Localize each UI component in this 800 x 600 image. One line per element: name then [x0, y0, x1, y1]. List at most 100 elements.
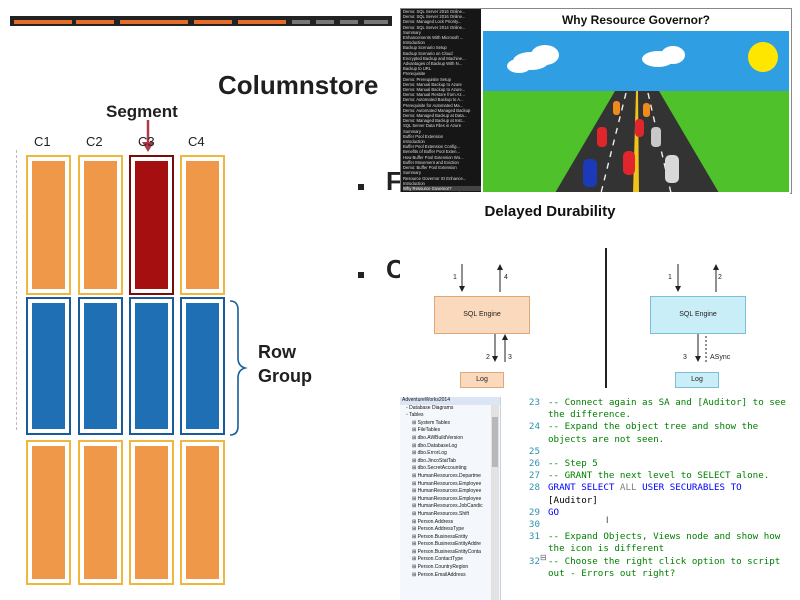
playlist-item[interactable]: Advantages of Backup With N... — [403, 61, 463, 67]
playlist-item[interactable]: Summary — [403, 170, 421, 176]
code-line: 30 — [518, 519, 792, 531]
playlist-item[interactable]: Demo: Managed Lock Priority... — [403, 19, 462, 25]
tree-node[interactable]: ⊞ HumanResources.JobCandic — [412, 503, 483, 510]
playlist-item[interactable]: Summary — [403, 29, 421, 35]
tree-node[interactable]: ⊞ HumanResources.Employee — [412, 480, 482, 487]
step-number: 3 — [683, 354, 687, 361]
tree-scrollbar-thumb[interactable] — [492, 417, 498, 467]
code-comment — [548, 519, 554, 530]
tree-node[interactable]: ⊞ Person.ContactType — [412, 556, 463, 563]
playlist-item[interactable]: SQL Server Data Files in Azure — [403, 123, 462, 129]
tree-node[interactable]: ⊞ HumanResources.Employee — [412, 488, 482, 495]
course-playlist[interactable]: Demo: SQL Server 2016 Online...Demo: SQL… — [401, 9, 481, 193]
playlist-item[interactable]: Introduction — [403, 40, 425, 46]
slide-guide-line — [16, 150, 18, 430]
sql-engine-box: SQL Engine — [434, 296, 530, 334]
column-label-c3: C3 — [138, 134, 155, 149]
tree-node[interactable]: ⊞ HumanResources.Shift — [412, 510, 469, 517]
column-label-c1: C1 — [34, 134, 51, 149]
tree-node[interactable]: ⊞ FileTables — [412, 427, 441, 434]
playlist-item[interactable]: Demo: Buffer Pool Extension — [403, 165, 457, 171]
line-number: 31 — [528, 531, 540, 543]
playlist-item[interactable]: Resource Governor IO Enhance... — [403, 175, 467, 181]
playlist-item[interactable]: Demo: Manual Restore from Az... — [403, 92, 465, 98]
tree-node[interactable]: ⊞ Person.AddressType — [412, 526, 464, 533]
playlist-item[interactable]: Why Resource Governor? — [403, 185, 481, 192]
step-number: 1 — [453, 274, 457, 281]
step-number: 1 — [668, 274, 672, 281]
playlist-item[interactable]: Enhancements With Microsoft ... — [403, 35, 464, 41]
tree-scrollbar[interactable] — [491, 405, 499, 600]
tree-node[interactable]: ⊞ System Tables — [412, 419, 451, 426]
playlist-item[interactable]: How Buffer Pool Extension Wo... — [403, 154, 464, 160]
tree-node[interactable]: ⊞ Person.Address — [412, 518, 454, 525]
playlist-item[interactable]: Backup Scenario Setup — [403, 45, 447, 51]
resource-governor-video: Demo: SQL Server 2016 Online...Demo: SQL… — [400, 8, 792, 194]
code-line: 23-- Connect again as SA and [Auditor] t… — [518, 397, 792, 421]
playlist-item[interactable]: Buffer Movement and Eviction — [403, 159, 459, 165]
playlist-item[interactable]: Demo: Automated Backup to A... — [403, 97, 464, 103]
playlist-item[interactable]: Prerequisite for Automated Ma... — [403, 102, 464, 108]
playlist-item[interactable]: Backup Scenario on Cloud — [403, 50, 453, 56]
progress-segment — [364, 20, 388, 24]
collapse-icon[interactable]: ⊟ — [540, 553, 547, 562]
playlist-item[interactable]: Introduction — [403, 180, 425, 186]
tree-node[interactable]: ⊞ dbo.ErrorLog — [412, 450, 447, 457]
progress-segment — [14, 20, 72, 24]
playlist-item[interactable]: Demo: Manual Backup to Azure... — [403, 87, 466, 93]
playlist-item[interactable]: Buffer Pool Extension Config... — [403, 144, 460, 150]
tree-node[interactable]: ⊞ Person.EmailAddress — [412, 571, 466, 578]
playlist-item[interactable]: Demo: Manual Backup to Azure — [403, 81, 462, 87]
tree-node-database[interactable]: AdventureWorks2014 — [400, 397, 500, 405]
rowgroup-segment — [78, 297, 123, 435]
playlist-item[interactable]: Demo: Automated Managed Backup — [403, 107, 471, 113]
playlist-item[interactable]: Demo: Prerequisite Setup — [403, 76, 451, 82]
code-comment: -- Expand Objects, Views node and show h… — [548, 531, 786, 555]
query-editor[interactable]: 23-- Connect again as SA and [Auditor] t… — [518, 397, 792, 600]
editor-margin — [501, 397, 517, 600]
tree-node[interactable]: ⊞ Person.BusinessEntityConta — [412, 548, 481, 555]
tree-node[interactable]: ⊞ dbo.SecretAccounting — [412, 465, 467, 472]
arrows-icon — [459, 264, 508, 362]
playlist-item[interactable]: Introduction — [403, 139, 425, 145]
tree-node[interactable]: ⊞ Person.BusinessEntityAddre — [412, 541, 481, 548]
playlist-item[interactable]: Demo: Managed Backup at Inst... — [403, 118, 466, 124]
playlist-item[interactable]: Buffer Pool Extension — [403, 133, 444, 139]
playlist-item[interactable]: Demo: Managed Backup at Data... — [403, 113, 468, 119]
tree-node[interactable]: ⊞ dbo.AWBuildVersion — [412, 434, 463, 441]
tree-node[interactable]: ⊞ dbo.DatabaseLog — [412, 442, 458, 449]
tree-node[interactable]: ⊞ HumanResources.Employee — [412, 495, 482, 502]
step-number: 2 — [486, 354, 490, 361]
column-segment-highlighted — [129, 155, 174, 295]
rowgroup-bracket-icon — [229, 300, 248, 436]
rowgroup-label-line1: Row — [258, 342, 296, 362]
object-explorer[interactable]: AdventureWorks2014 ▫ Database Diagrams▫ … — [400, 397, 501, 600]
tree-node[interactable]: ▫ Database Diagrams — [406, 404, 454, 411]
bullet-text: F — [386, 166, 400, 196]
playlist-item[interactable]: Benefits of Buffer Pool Exten... — [403, 149, 460, 155]
line-number: 26 — [528, 458, 540, 470]
code-identifier: [Auditor] — [548, 494, 598, 506]
tree-node[interactable]: ⊞ Person.CountryRegion — [412, 564, 469, 571]
column-segment — [129, 440, 174, 585]
playlist-item[interactable]: Demo: SQL Server 2016 Online... — [403, 14, 466, 20]
code-comment — [548, 446, 554, 457]
tree-node[interactable]: ⊞ Person.BusinessEntity — [412, 533, 468, 540]
line-number: 28 — [528, 482, 540, 494]
tree-node[interactable]: ⊞ HumanResources.Departme — [412, 472, 481, 479]
playlist-item[interactable]: Prerequisite — [403, 71, 426, 77]
tree-node[interactable]: ⊞ dbo.JincoStatTab — [412, 457, 456, 464]
playlist-item[interactable]: Encrypted Backup and Machine... — [403, 55, 466, 61]
playlist-item[interactable]: Backup to URL — [403, 66, 432, 72]
column-label-c4: C4 — [188, 134, 205, 149]
playlist-item[interactable]: Demo: SQL Server 2014 Online... — [403, 24, 466, 30]
code-comment: -- GRANT the next level to SELECT alone. — [548, 470, 770, 482]
playlist-item[interactable]: Demo: SQL Server 2016 Online... — [403, 9, 466, 14]
car-icon — [583, 101, 679, 187]
code-comment: -- Expand the object tree and show the o… — [548, 421, 764, 445]
line-number: 23 — [528, 397, 540, 408]
code-line: 27-- GRANT the next level to SELECT alon… — [518, 470, 792, 482]
playlist-item[interactable]: Summary — [403, 128, 421, 134]
tree-node[interactable]: ▫ Tables — [406, 412, 424, 419]
